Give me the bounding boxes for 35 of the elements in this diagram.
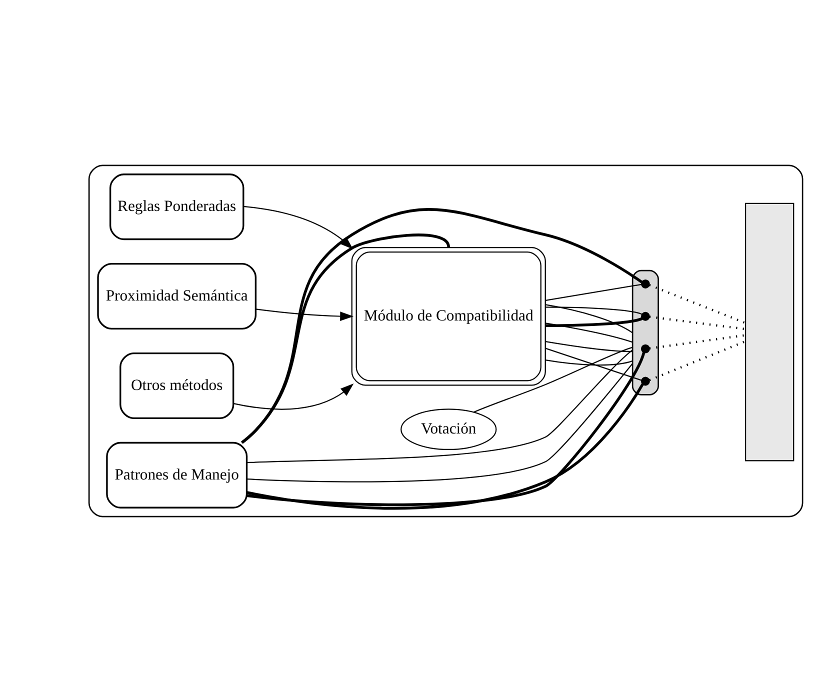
node-circle: [640, 376, 650, 386]
connector: [649, 340, 746, 381]
connector: [473, 346, 633, 412]
connector: [246, 362, 634, 482]
node-box: Proximidad Semántica: [97, 262, 257, 330]
node-box: Módulo de Compatibilidad: [351, 246, 546, 386]
arrow: [234, 383, 354, 410]
connector: [546, 304, 633, 333]
cluster: [632, 269, 659, 395]
connector: [246, 349, 633, 463]
connector: [546, 359, 633, 366]
node-box: Reglas Ponderadas: [109, 173, 244, 240]
arrow: [243, 205, 354, 249]
connector: [649, 284, 746, 324]
node-ellipse: Votación: [400, 408, 497, 450]
connector: [546, 340, 633, 352]
connector: [240, 233, 450, 444]
node-box: Patrones de Manejo: [106, 441, 248, 508]
connector: [246, 382, 644, 510]
node-circle: [640, 279, 650, 288]
connector: [546, 306, 642, 314]
cluster: [88, 164, 804, 517]
connector: [546, 283, 642, 300]
connector: [546, 316, 643, 327]
connector: [649, 315, 746, 330]
arrow: [256, 308, 354, 320]
connector: [241, 208, 643, 444]
node-circle: [640, 344, 650, 353]
connector: [546, 322, 633, 342]
connector: [649, 334, 746, 350]
node-box: Otros métodos: [120, 352, 234, 418]
connector: [545, 347, 642, 380]
node-bar: [744, 202, 794, 461]
node-circle: [640, 311, 650, 320]
connector: [246, 351, 646, 506]
